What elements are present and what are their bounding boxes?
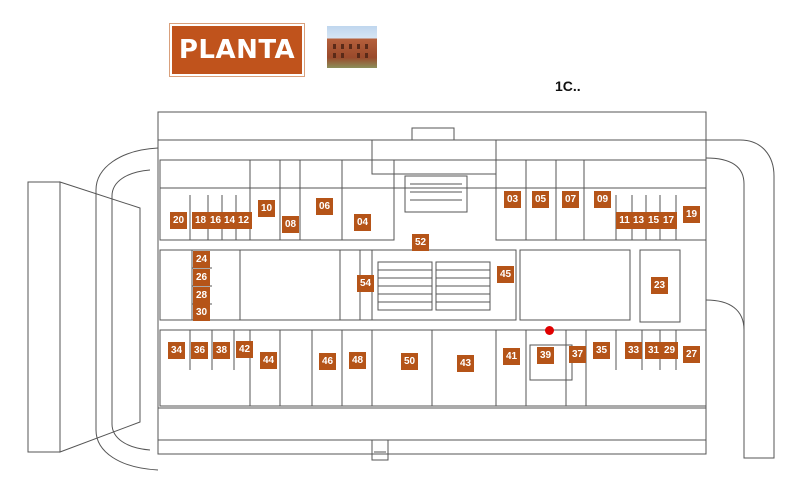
room-tag-36: 36 [191, 342, 208, 359]
room-tag-05: 05 [532, 191, 549, 208]
room-tag-39: 39 [537, 347, 554, 364]
room-tag-06: 06 [316, 198, 333, 215]
room-tag-18: 18 [192, 212, 209, 229]
room-tag-28: 28 [193, 287, 210, 304]
room-tag-46: 46 [319, 353, 336, 370]
room-tag-31: 31 [645, 342, 662, 359]
room-tag-52: 52 [412, 234, 429, 251]
room-tag-30: 30 [193, 304, 210, 321]
room-tag-14: 14 [221, 212, 238, 229]
room-tag-27: 27 [683, 346, 700, 363]
room-tag-07: 07 [562, 191, 579, 208]
room-tag-13: 13 [630, 212, 647, 229]
building-photo [327, 26, 377, 68]
room-tag-42: 42 [236, 341, 253, 358]
room-tag-50: 50 [401, 353, 418, 370]
room-tag-37: 37 [569, 346, 586, 363]
room-tag-34: 34 [168, 342, 185, 359]
room-tag-20: 20 [170, 212, 187, 229]
room-tag-10: 10 [258, 200, 275, 217]
room-tag-24: 24 [193, 251, 210, 268]
room-tag-09: 09 [594, 191, 611, 208]
room-tag-12: 12 [235, 212, 252, 229]
room-tag-43: 43 [457, 355, 474, 372]
room-tag-26: 26 [193, 269, 210, 286]
room-tag-23: 23 [651, 277, 668, 294]
room-tag-15: 15 [645, 212, 662, 229]
room-tag-35: 35 [593, 342, 610, 359]
room-tag-29: 29 [661, 342, 678, 359]
room-tag-48: 48 [349, 352, 366, 369]
floor-title: PLANTA 1 [170, 24, 304, 113]
room-tag-03: 03 [504, 191, 521, 208]
room-tag-44: 44 [260, 352, 277, 369]
room-tag-41: 41 [503, 348, 520, 365]
you-are-here-dot [545, 326, 554, 335]
room-tag-08: 08 [282, 216, 299, 233]
room-tag-17: 17 [660, 212, 677, 229]
room-tag-04: 04 [354, 214, 371, 231]
room-tag-54: 54 [357, 275, 374, 292]
room-tag-33: 33 [625, 342, 642, 359]
room-tag-16: 16 [207, 212, 224, 229]
room-tag-11: 11 [616, 212, 633, 229]
room-tag-38: 38 [213, 342, 230, 359]
room-tag-19: 19 [683, 206, 700, 223]
location-label: 1C.. [555, 78, 581, 94]
room-tag-45: 45 [497, 266, 514, 283]
